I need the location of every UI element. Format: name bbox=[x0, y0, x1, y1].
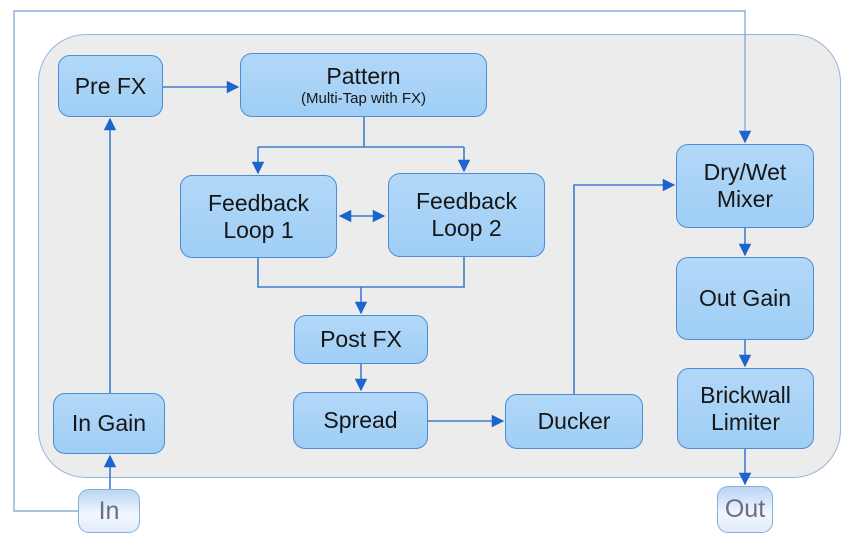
node-pre-fx-label: Pre FX bbox=[74, 72, 147, 99]
node-ducker: Ducker bbox=[505, 394, 643, 449]
node-ducker-label: Ducker bbox=[537, 408, 611, 435]
node-out-gain: Out Gain bbox=[676, 257, 814, 340]
node-spread-label: Spread bbox=[323, 407, 398, 434]
node-in-gain-label: In Gain bbox=[71, 410, 147, 437]
node-feedback-loop-2: Feedback Loop 2 bbox=[388, 173, 545, 257]
terminal-out-label: Out bbox=[724, 495, 766, 523]
terminal-in: In bbox=[78, 489, 140, 533]
node-post-fx: Post FX bbox=[294, 315, 428, 364]
node-brickwall-limiter-label: Brickwall Limiter bbox=[700, 381, 791, 435]
terminal-in-label: In bbox=[98, 496, 120, 525]
node-feedback-loop-1: Feedback Loop 1 bbox=[180, 175, 337, 258]
node-pre-fx: Pre FX bbox=[58, 55, 163, 117]
node-feedback-loop-2-label: Feedback Loop 2 bbox=[415, 188, 517, 241]
node-in-gain: In Gain bbox=[53, 393, 165, 454]
node-pattern-label: Pattern bbox=[326, 62, 401, 89]
node-spread: Spread bbox=[293, 392, 428, 449]
node-pattern-sublabel: (Multi-Tap with FX) bbox=[300, 89, 427, 107]
node-out-gain-label: Out Gain bbox=[698, 285, 792, 312]
node-feedback-loop-1-label: Feedback Loop 1 bbox=[207, 189, 309, 243]
node-dry-wet-mixer: Dry/Wet Mixer bbox=[676, 144, 814, 228]
node-post-fx-label: Post FX bbox=[320, 326, 402, 353]
terminal-out: Out bbox=[717, 486, 773, 533]
node-pattern: Pattern (Multi-Tap with FX) bbox=[240, 53, 487, 117]
node-brickwall-limiter: Brickwall Limiter bbox=[677, 368, 814, 449]
node-dry-wet-mixer-label: Dry/Wet Mixer bbox=[703, 159, 787, 212]
